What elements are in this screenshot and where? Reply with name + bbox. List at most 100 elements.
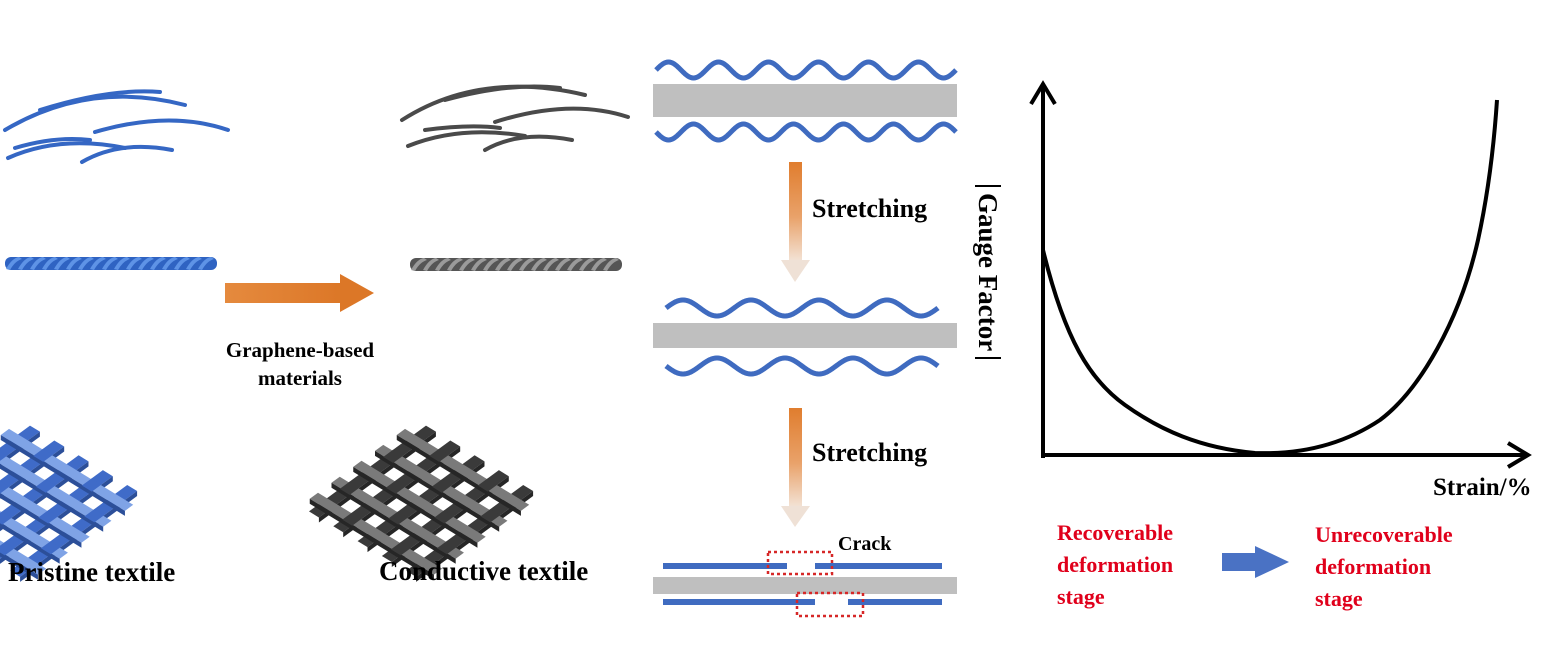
process-label: Graphene-based materials — [205, 336, 395, 392]
unrecoverable-line-1: Unrecoverable — [1315, 522, 1453, 547]
fabric-strand — [390, 542, 411, 556]
fabric-strand — [436, 541, 457, 555]
mechanism-stage-3 — [653, 550, 957, 618]
process-arrow — [225, 274, 374, 312]
fabric-strand — [0, 463, 104, 532]
process-label-line-2: materials — [258, 366, 342, 390]
crack-box-top — [766, 550, 834, 576]
pristine-fibers — [3, 89, 230, 164]
yarn-twist-segment — [30, 257, 46, 270]
yarn-twist-segment — [54, 257, 70, 270]
fabric-strand — [0, 481, 90, 543]
yarn-twist-segment — [78, 257, 94, 270]
recoverable-line-1: Recoverable — [1057, 520, 1174, 545]
yarn-twist-segment — [543, 258, 559, 271]
stretch-arrow-2 — [781, 408, 810, 527]
stretch-arrow-1 — [781, 162, 810, 282]
fabric-strand — [0, 522, 60, 564]
fabric-strand — [434, 510, 455, 524]
fabric-strand — [0, 551, 38, 580]
fabric-strand — [396, 434, 521, 516]
wave-bottom-2 — [664, 355, 940, 377]
yarn-twist-segment — [411, 258, 427, 271]
mechanism-stage-1 — [653, 59, 958, 143]
fabric-strand — [0, 480, 10, 494]
yarn-twist-segment — [126, 257, 142, 270]
recoverable-stage-label: Recoverable deformation stage — [1057, 517, 1173, 613]
fabric-strand — [388, 511, 408, 525]
crack-box-bottom — [795, 591, 865, 618]
fabric-strand — [480, 509, 501, 523]
fabric-strand — [331, 482, 456, 564]
fabric-strand — [431, 479, 452, 493]
yarn-twist-segment — [162, 257, 178, 270]
yarn-twist-segment — [567, 258, 583, 271]
fabric-strand — [477, 478, 498, 492]
fabric-strand — [35, 479, 56, 493]
substrate-layer-2 — [653, 323, 957, 348]
y-axis-arrowhead — [1029, 80, 1057, 106]
fabric-strand — [38, 510, 59, 524]
fabric-strand — [0, 434, 125, 516]
fabric-strand — [353, 466, 478, 548]
fabric-strand — [309, 492, 443, 575]
x-axis-arrowhead — [1506, 441, 1532, 469]
fabric-strand — [0, 542, 15, 556]
yarn-twist-segment — [114, 257, 130, 270]
fabric-strand — [0, 452, 112, 527]
yarn-twist-segment — [471, 258, 487, 271]
unrecoverable-line-2: deformation — [1315, 554, 1432, 579]
substrate-layer-3 — [653, 577, 957, 594]
fabric-strand — [40, 541, 61, 555]
mechanism-stage-2 — [653, 297, 957, 377]
fabric-strand — [385, 480, 406, 494]
yarn-twist-segment — [519, 258, 535, 271]
yarn-twist-segment — [90, 257, 106, 270]
fabric-strand — [375, 450, 500, 532]
yarn-twist-segment — [174, 257, 190, 270]
yarn-twist-segment — [42, 257, 58, 270]
pristine-textile-label: Pristine textile — [8, 557, 176, 587]
conductive-fibers — [400, 84, 630, 152]
recoverable-line-3: stage — [1057, 584, 1105, 609]
fabric-strand — [339, 481, 360, 495]
fabric-strand — [353, 460, 486, 543]
yarn-twist-segment — [579, 258, 595, 271]
recoverable-line-2: deformation — [1057, 552, 1174, 577]
yarn-twist-segment — [423, 258, 439, 271]
gauge-factor-curve — [1041, 99, 1499, 456]
yarn-twist-segment — [198, 257, 214, 270]
yarn-twist-segment — [555, 258, 571, 271]
fabric-strand — [81, 478, 102, 492]
conductive-yarn — [410, 258, 622, 271]
yarn-twist-segment — [531, 258, 547, 271]
yarn-twist-segment — [66, 257, 82, 270]
yarn-twist-segment — [495, 258, 511, 271]
yarn-twist-segment — [102, 257, 118, 270]
fabric-strand — [0, 511, 12, 525]
substrate-layer-1 — [653, 84, 957, 117]
yarn-twist-segment — [603, 258, 619, 271]
stage-arrow — [1222, 546, 1289, 578]
fabric-strand — [33, 448, 53, 462]
x-axis-label: Strain/% — [1433, 474, 1532, 501]
stretching-label-1: Stretching — [812, 194, 928, 223]
yarn-twist-segment — [138, 257, 154, 270]
yarn-twist-segment — [459, 258, 475, 271]
crack-label: Crack — [838, 533, 892, 555]
conductive-textile-label: Conductive textile — [379, 556, 589, 586]
conductive-fabric — [309, 425, 534, 582]
yarn-twist-segment — [186, 257, 202, 270]
process-label-line-1: Graphene-based — [225, 338, 375, 362]
stretching-label-2: Stretching — [812, 438, 928, 467]
fabric-strand — [84, 509, 105, 523]
fabric-strand — [396, 428, 530, 511]
yarn-twist-segment — [435, 258, 451, 271]
pristine-yarn — [5, 257, 217, 270]
y-axis-label-text: Gauge Factor — [973, 185, 1003, 360]
yarn-twist-segment — [447, 258, 463, 271]
fabric-strand — [0, 451, 7, 461]
yarn-twist-segment — [483, 258, 499, 271]
fabric-strand — [383, 449, 403, 463]
